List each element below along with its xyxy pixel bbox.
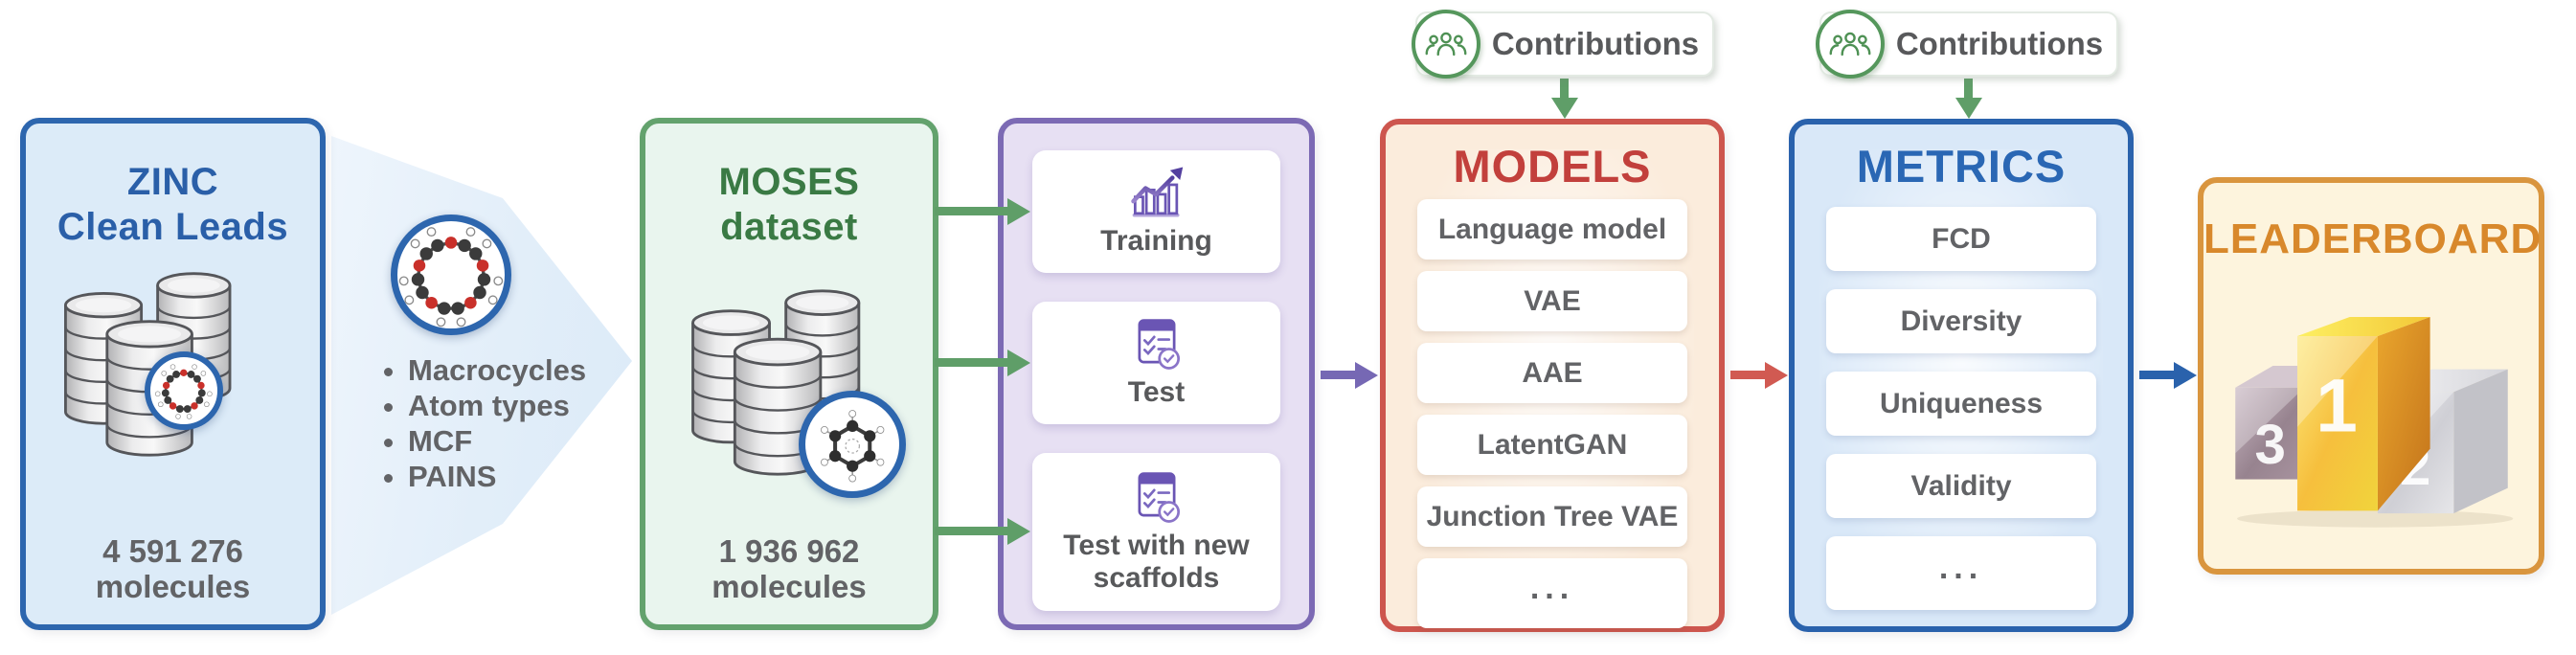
split-card-test-new-scaffolds: Test with new scaffolds	[1032, 453, 1280, 611]
moses-title: MOSES dataset	[645, 160, 933, 250]
bar-chart-icon	[1130, 167, 1183, 217]
model-item: AAE	[1417, 343, 1687, 403]
macrocycle-molecule-icon	[391, 215, 511, 335]
zinc-count-number: 4 591 276	[102, 533, 243, 569]
split-card-label: Training	[1100, 225, 1212, 257]
zinc-count-unit: molecules	[95, 569, 251, 604]
checklist-icon	[1138, 471, 1180, 523]
metric-item: FCD	[1826, 207, 2096, 271]
arrow-contributions-to-metrics	[1964, 79, 1973, 98]
macrocycle-molecule-drawing	[398, 227, 504, 328]
checklist-icon	[1138, 319, 1180, 370]
moses-molecule-count: 1 936 962 molecules	[645, 533, 933, 604]
leaderboard-title: LEADERBOARD	[2203, 215, 2542, 262]
filter-item: Atom types	[408, 388, 586, 423]
split-card-label: Test with new scaffolds	[1063, 529, 1250, 594]
zinc-title-line2: Clean Leads	[56, 206, 289, 248]
metrics-panel: METRICS FCD Diversity Uniqueness Validit…	[1789, 119, 2134, 632]
arrow-contributions-to-models	[1560, 79, 1569, 98]
moses-count-number: 1 936 962	[718, 533, 860, 569]
filter-step: Macrocycles Atom types MCF PAINS	[331, 136, 632, 615]
model-item: VAE	[1417, 271, 1687, 331]
model-item: LatentGAN	[1417, 415, 1687, 475]
split-card-label: Test	[1127, 376, 1186, 408]
database-icon	[691, 289, 861, 476]
metric-item: Diversity	[1826, 289, 2096, 353]
filter-item: PAINS	[408, 459, 586, 494]
zinc-molecule-badge-icon	[145, 351, 223, 430]
moses-title-line1: MOSES	[718, 161, 860, 203]
people-icon	[1412, 10, 1480, 79]
models-title: MODELS	[1453, 141, 1652, 192]
contributions-badge-metrics: Contributions	[1816, 10, 2118, 79]
arrow-splits-to-models	[1321, 371, 1355, 379]
moses-title-line2: dataset	[720, 206, 858, 248]
split-card-test: Test	[1032, 302, 1280, 424]
people-icon	[1816, 10, 1885, 79]
filter-criteria-list: Macrocycles Atom types MCF PAINS	[375, 352, 586, 494]
people-group-glyph	[1829, 32, 1871, 56]
contributions-label: Contributions	[1895, 26, 2104, 61]
moses-count-unit: molecules	[712, 569, 867, 604]
podium-rank-first: 1	[2316, 363, 2358, 447]
metric-item: Validity	[1826, 454, 2096, 518]
podium-icon: 3 2 1	[2235, 316, 2514, 528]
metric-item-more: ...	[1826, 536, 2096, 610]
arrow-models-to-metrics	[1730, 371, 1765, 379]
model-item: Language model	[1417, 199, 1687, 260]
podium-rank-third: 3	[2255, 414, 2286, 476]
filter-item: MCF	[408, 423, 586, 459]
model-item: Junction Tree VAE	[1417, 486, 1687, 547]
arrow-moses-to-training	[935, 207, 1007, 215]
zinc-clean-leads-panel: ZINC Clean Leads	[20, 118, 326, 630]
arrow-moses-to-test	[935, 358, 1007, 367]
metric-item: Uniqueness	[1826, 372, 2096, 436]
arrow-moses-to-test-scaffolds	[935, 527, 1007, 535]
zinc-title-line1: ZINC	[126, 161, 219, 203]
people-group-glyph	[1425, 32, 1467, 56]
macrocycle-molecule-drawing	[155, 364, 213, 419]
models-panel: MODELS Language model VAE AAE LatentGAN …	[1380, 119, 1725, 632]
model-item-more: ...	[1417, 558, 1687, 628]
arrow-metrics-to-leaderboard	[2139, 371, 2174, 379]
leaderboard-panel: LEADERBOARD	[2198, 177, 2544, 575]
moses-dataset-panel: MOSES dataset	[640, 118, 938, 630]
split-card-training: Training	[1032, 150, 1280, 273]
contributions-label: Contributions	[1491, 26, 1700, 61]
database-icon	[64, 272, 232, 457]
contributions-badge-models: Contributions	[1412, 10, 1714, 79]
zinc-molecule-count: 4 591 276 molecules	[26, 533, 320, 604]
metrics-title: METRICS	[1856, 141, 2067, 192]
moses-molecule-badge-icon	[799, 391, 906, 498]
filter-item: Macrocycles	[408, 352, 586, 388]
hydrocarbon-molecule-drawing	[820, 409, 885, 483]
zinc-title: ZINC Clean Leads	[26, 160, 320, 250]
dataset-splits-panel: Training Test	[998, 118, 1315, 630]
